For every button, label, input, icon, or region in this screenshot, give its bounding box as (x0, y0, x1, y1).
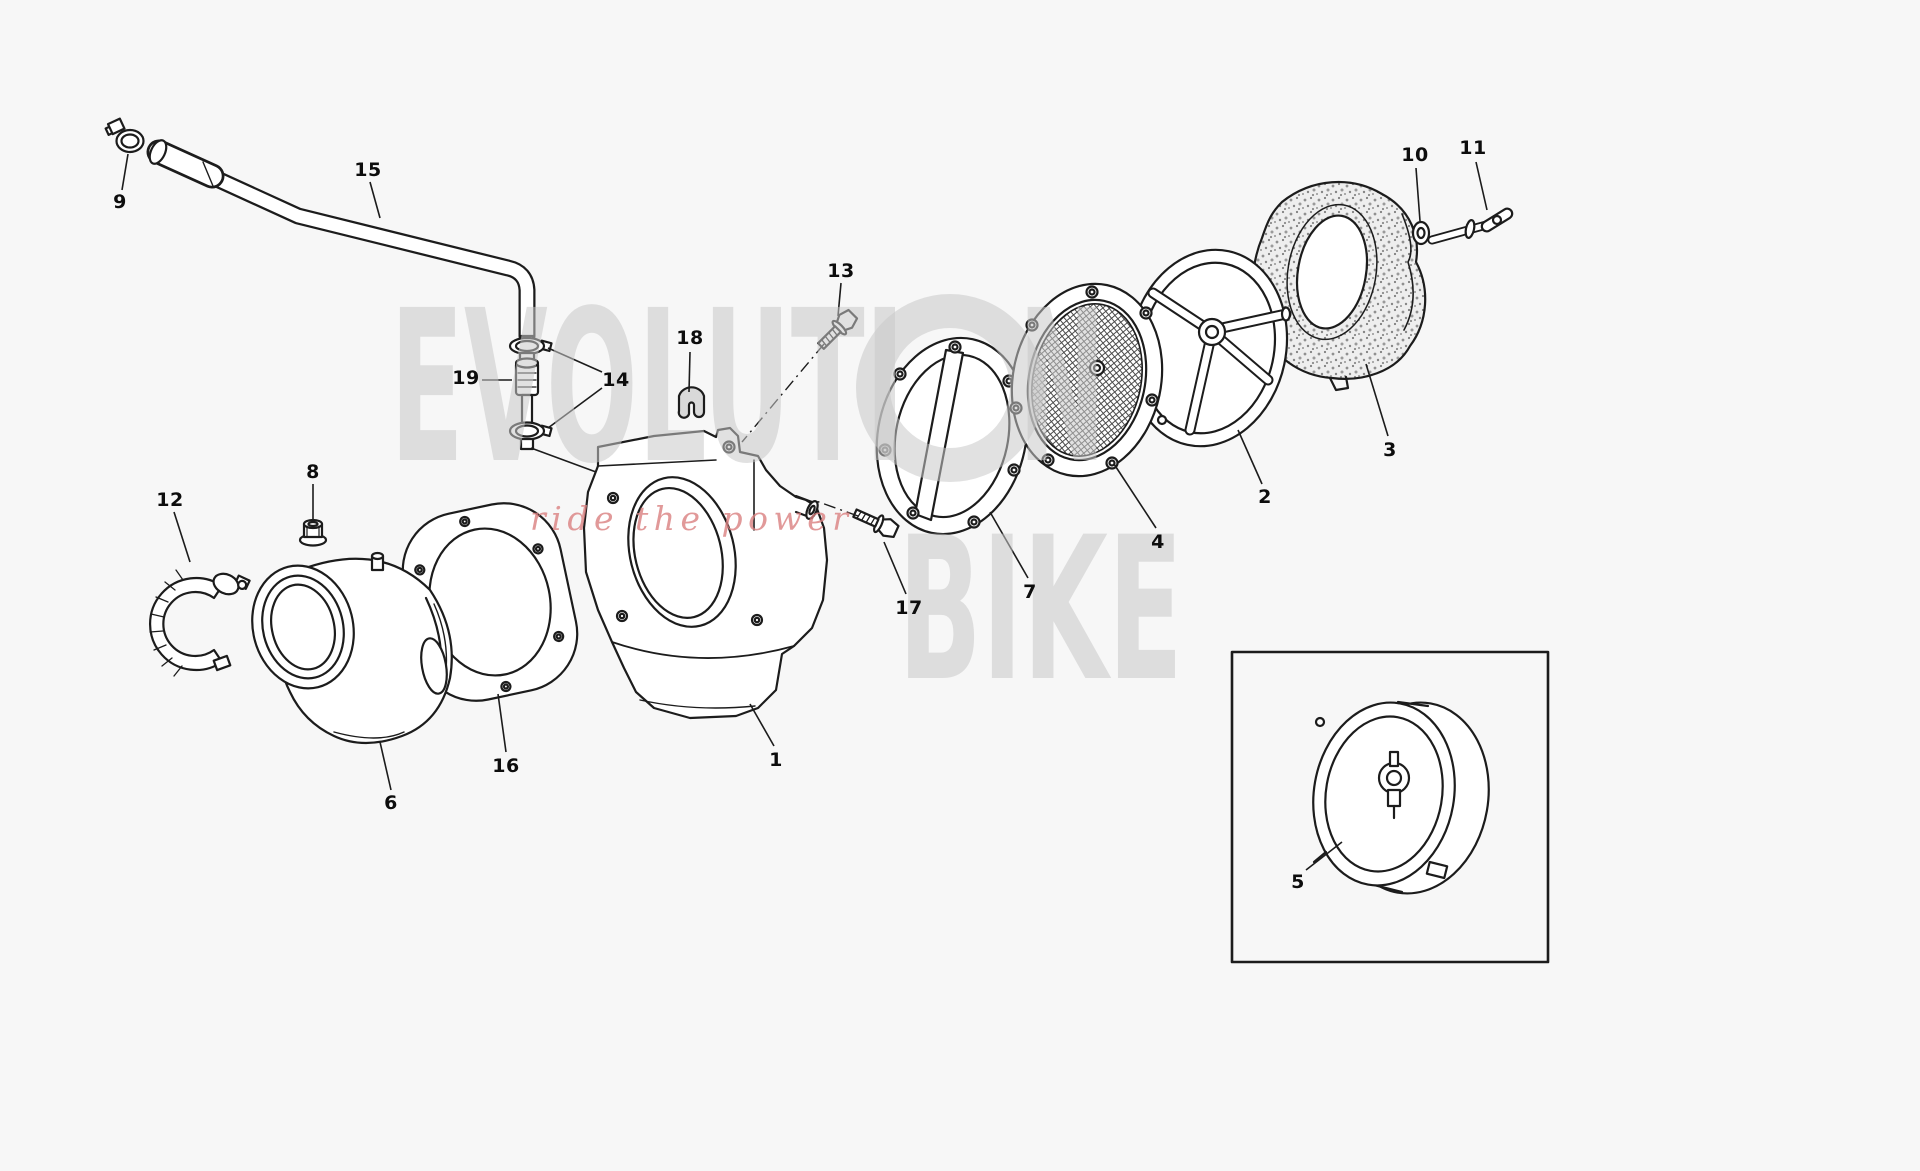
callout-part-14: 14 (602, 369, 630, 391)
part-8-drawing (298, 518, 328, 547)
callout-part-1: 1 (769, 749, 783, 771)
inset-box (1230, 650, 1550, 964)
part-18-drawing (677, 386, 706, 419)
watermark: EVOLUTI N BIKE ride the power (390, 265, 1183, 725)
part-9-drawing (104, 117, 145, 154)
callout-part-15: 15 (354, 159, 382, 181)
part-10-drawing (1411, 220, 1431, 246)
callout-part-16: 16 (492, 755, 520, 777)
leader-lines (121, 153, 1488, 871)
watermark-ring-o (856, 294, 1044, 482)
callout-part-3: 3 (1383, 439, 1397, 461)
callout-part-12: 12 (156, 489, 184, 511)
part-6-drawing (251, 551, 453, 745)
part-3-drawing (1251, 180, 1427, 392)
callout-part-7: 7 (1023, 581, 1037, 603)
watermark-word-evoluti: EVOLUTI (390, 265, 905, 510)
part-15-drawing (146, 139, 536, 345)
part-1-drawing (582, 426, 829, 720)
callout-part-19: 19 (452, 367, 480, 389)
callout-part-13: 13 (827, 260, 855, 282)
callout-part-8: 8 (306, 461, 320, 483)
watermark-tagline: ride the power (530, 499, 850, 538)
watermark-letter-n: N (1018, 265, 1106, 510)
callout-part-4: 4 (1151, 531, 1165, 553)
part-12-drawing (148, 569, 251, 677)
callout-part-17: 17 (895, 597, 923, 619)
callout-part-18: 18 (676, 327, 704, 349)
construction-lines (741, 343, 859, 517)
callout-part-11: 11 (1459, 137, 1487, 159)
part-2-drawing (1127, 248, 1292, 448)
part-17-drawing (850, 503, 901, 541)
callout-part-6: 6 (384, 792, 398, 814)
callout-part-2: 2 (1258, 486, 1272, 508)
callout-part-5: 5 (1291, 871, 1305, 893)
callout-part-9: 9 (113, 191, 127, 213)
watermark-word-bike: BIKE (898, 494, 1183, 725)
part-11-drawing (1427, 207, 1514, 245)
part-5-drawing (1312, 700, 1490, 895)
callout-part-10: 10 (1401, 144, 1429, 166)
part-14-19-drawing (508, 334, 553, 451)
